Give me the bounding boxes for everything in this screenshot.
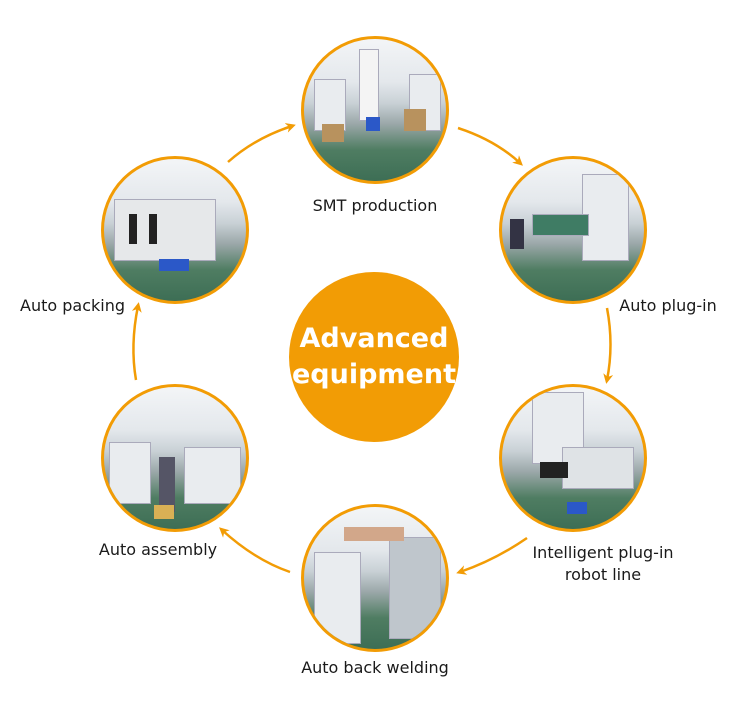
label-auto-assembly: Auto assembly — [98, 540, 218, 559]
arrow-welding-to-assembly — [219, 527, 291, 574]
advanced-equipment-hub: Advanced equipment — [289, 272, 459, 442]
smt-production-photo — [301, 36, 449, 184]
arrow-smt-to-plugin — [457, 126, 523, 166]
label-auto-packing: Auto packing — [20, 296, 125, 315]
hub-title-line2: equipment — [291, 359, 457, 390]
intelligent-plug-in-robot-line-photo — [499, 384, 647, 532]
arrow-plugin-to-robot — [603, 307, 614, 384]
auto-back-welding-photo — [301, 504, 449, 652]
label-auto-back-welding: Auto back welding — [301, 658, 449, 677]
label-robot-line: robot line — [564, 565, 642, 584]
label-auto-plug-in: Auto plug-in — [619, 296, 717, 315]
arrow-robot-to-welding — [456, 536, 528, 575]
auto-packing-photo — [101, 156, 249, 304]
label-smt-production: SMT production — [312, 196, 438, 215]
hub-title-line1: Advanced — [299, 323, 449, 354]
auto-plug-in-photo — [499, 156, 647, 304]
arrow-assembly-to-packing — [131, 302, 142, 381]
arrow-packing-to-smt — [227, 123, 296, 163]
label-intelligent-plug-in: Intelligent plug-in — [532, 543, 674, 562]
auto-assembly-photo — [101, 384, 249, 532]
